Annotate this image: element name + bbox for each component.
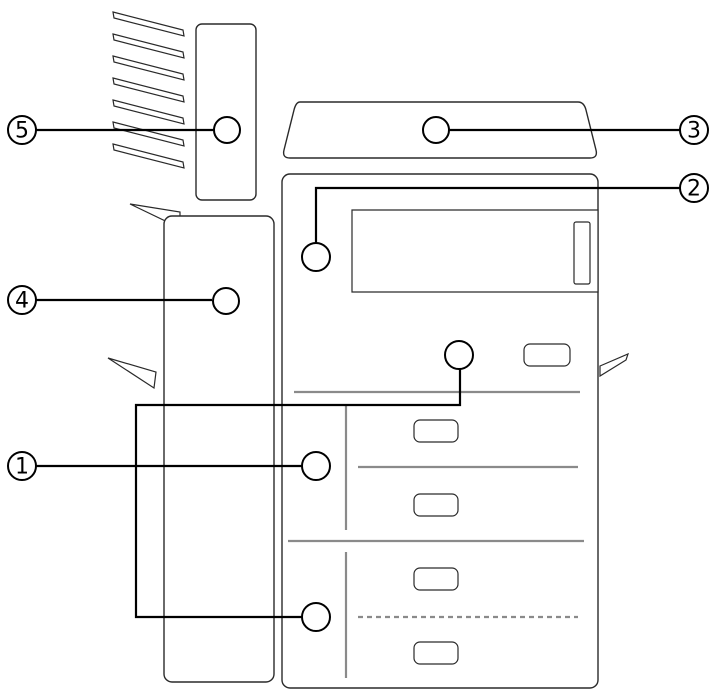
target-points (212, 116, 474, 632)
finisher-top-unit (195, 23, 257, 201)
side-tray-wedge (599, 352, 629, 378)
target-1b (301, 451, 331, 481)
drawer-handle-1 (413, 419, 459, 443)
leader-lines (36, 128, 680, 619)
target-4 (212, 287, 240, 315)
target-1c (301, 602, 331, 632)
drawer-handle-4 (413, 641, 459, 665)
output-tray-slats (112, 11, 185, 169)
callout-5-label: 5 (15, 119, 29, 144)
callout-2-label: 2 (687, 177, 701, 202)
callout-1: 1 (7, 451, 37, 481)
callout-2: 2 (679, 173, 709, 203)
callout-5: 5 (7, 115, 37, 145)
target-1a (444, 340, 474, 370)
upper-compartment (351, 209, 599, 293)
finisher-body (163, 215, 275, 683)
target-2 (301, 242, 331, 272)
target-3 (422, 116, 450, 144)
target-5 (213, 116, 241, 144)
drawer-handle-3 (413, 567, 459, 591)
callout-1-label: 1 (15, 455, 29, 480)
callout-4-label: 4 (15, 289, 29, 314)
control-panel-button (523, 343, 571, 367)
callout-4: 4 (7, 285, 37, 315)
drawer-handle-2 (413, 493, 459, 517)
callout-3-label: 3 (687, 119, 701, 144)
callout-3: 3 (679, 115, 709, 145)
side-slot (573, 221, 591, 285)
finisher-tray-wedge-lower (107, 357, 157, 390)
